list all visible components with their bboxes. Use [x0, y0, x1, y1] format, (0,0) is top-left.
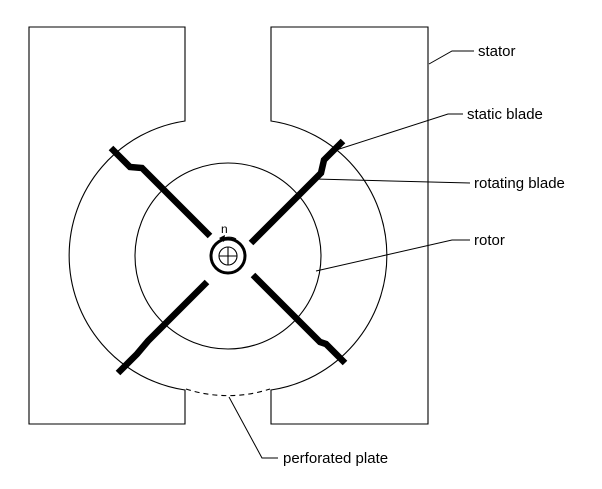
leader-rotating-blade	[314, 178, 471, 184]
leader-stator	[428, 50, 474, 65]
blade-lower-left	[115, 279, 210, 376]
perforated-plate	[185, 388, 271, 397]
label-stator: stator	[478, 43, 516, 60]
leader-rotor	[315, 239, 470, 272]
rotation-arrow-head	[219, 235, 225, 242]
stator-outline-right	[270, 26, 429, 425]
shaft-outer	[209, 237, 247, 275]
blade-upper-left	[108, 145, 213, 239]
label-perforated-plate: perforated plate	[283, 450, 388, 467]
label-static-blade: static blade	[467, 106, 543, 123]
stator-outline	[28, 26, 186, 425]
rotor-circle	[134, 162, 322, 350]
label-rotating-blade: rotating blade	[474, 175, 565, 192]
leader-static-blade	[329, 113, 463, 153]
label-rotor: rotor	[474, 232, 505, 249]
blade-upper-right	[248, 138, 346, 246]
leader-perforated-plate	[228, 396, 278, 459]
blade-lower-right	[250, 272, 348, 366]
rotation-label: n	[221, 222, 228, 236]
